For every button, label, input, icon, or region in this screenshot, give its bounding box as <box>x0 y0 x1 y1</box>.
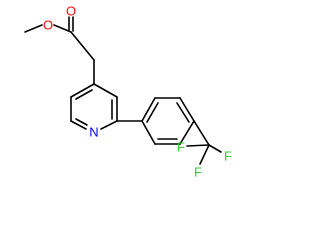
bond-ring-cf3 <box>193 120 210 146</box>
bond-methyl-o <box>24 24 43 33</box>
bond-ph3-ph4-inner <box>176 102 190 123</box>
ester-oxygen-label: O <box>43 18 53 33</box>
bond-cf3-f-right <box>208 144 222 153</box>
fluorine-left-label: F <box>177 140 185 155</box>
bond-c5-c4 <box>93 83 118 98</box>
pyridine-nitrogen-label: N <box>89 125 98 140</box>
bond-carbonyl-c-ch2 <box>70 31 95 61</box>
carbonyl-oxygen-label: O <box>66 4 76 19</box>
bond-ph4-ph5 <box>179 120 195 145</box>
bond-ph1-ph2 <box>141 97 156 122</box>
bond-ph1-ph2-inner <box>146 102 159 123</box>
bond-cf3-f-bottom <box>199 144 210 165</box>
fluorine-bottom-label: F <box>194 165 202 180</box>
fluorine-right-label: F <box>224 149 232 164</box>
bond-cf3-f-left <box>186 144 210 147</box>
bond-ph3-ph4 <box>179 97 195 122</box>
bond-n-c6 <box>100 120 118 130</box>
bond-c4-c3 <box>70 83 95 98</box>
bond-o-carbonyl-c <box>53 24 72 33</box>
bond-ph6-ph1 <box>141 120 156 145</box>
bond-c4-c3-inner <box>75 89 93 100</box>
molecule-structure-diagram: O O N F F F <box>24 4 232 180</box>
bond-c2-n <box>70 120 87 130</box>
bond-c2-n-inner <box>75 118 88 126</box>
